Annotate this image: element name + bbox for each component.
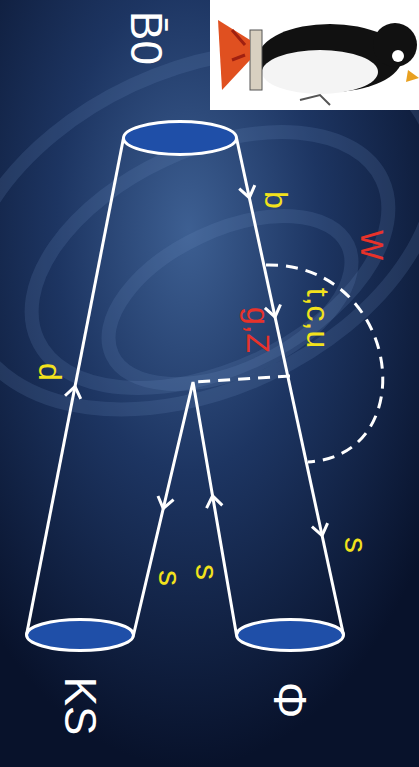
meson-name: KS (58, 677, 102, 736)
arrowhead (207, 496, 223, 508)
ellipse-outline (25, 618, 135, 652)
particle-label: t,c,u (302, 288, 334, 348)
arrowhead (312, 523, 328, 535)
quark-label: b (260, 191, 292, 209)
quark-label: d (34, 363, 66, 381)
gluon-line (193, 376, 290, 382)
ellipse-outline (122, 120, 238, 156)
arrowhead (239, 185, 255, 197)
particle-label: W (356, 230, 388, 260)
meson-ellipse: Φ (235, 618, 345, 652)
meson-ellipse: KS (25, 618, 135, 652)
quark-line (27, 138, 124, 635)
particle-label: s (340, 537, 372, 553)
quark-label: s (154, 570, 186, 586)
meson-ellipse: B̄0 (122, 120, 238, 156)
particle-label: s (191, 564, 223, 580)
quark-line (237, 138, 344, 635)
quark-line (134, 382, 237, 635)
particle-label: g,Z (242, 307, 274, 353)
meson-name: Φ (267, 682, 313, 719)
ellipse-outline (235, 618, 345, 652)
arrowhead (65, 387, 81, 399)
meson-name: B̄0 (124, 11, 168, 65)
arrowhead (158, 496, 174, 509)
